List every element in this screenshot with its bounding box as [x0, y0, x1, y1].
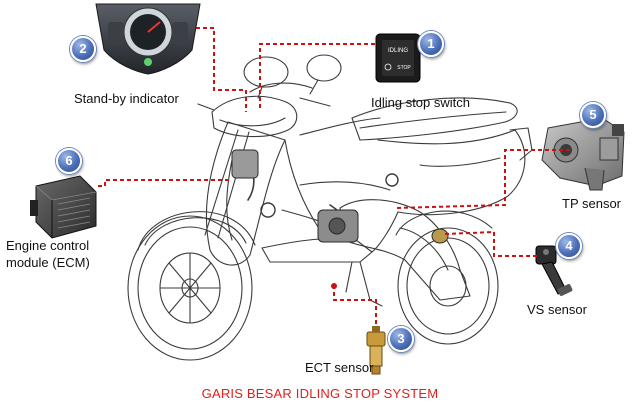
badge-6: 6	[56, 148, 82, 174]
badge-2: 2	[70, 36, 96, 62]
switch-text-bottom: STOP	[397, 65, 411, 71]
label-vs-sensor: VS sensor	[527, 302, 587, 317]
scooter-drawing	[127, 54, 533, 361]
badge-4: 4	[556, 233, 582, 259]
badge-3: 3	[388, 326, 414, 352]
on-bike-components	[231, 149, 449, 244]
front-wheel	[127, 215, 253, 361]
tp-sensor-image	[541, 117, 625, 191]
label-ecm-line2: module (ECM)	[6, 255, 90, 270]
diagram-title: GARIS BESAR IDLING STOP SYSTEM	[201, 386, 439, 401]
badge-5: 5	[580, 102, 606, 128]
vs-sensor-image	[535, 245, 573, 296]
ect-sensor-image	[366, 326, 386, 375]
ect-location-dot	[331, 283, 337, 289]
badge-1: 1	[418, 31, 444, 57]
leader-line-4	[444, 230, 537, 257]
leader-line-1	[259, 43, 375, 108]
leader-line-3	[333, 286, 377, 324]
label-stand-by-indicator: Stand-by indicator	[74, 91, 179, 106]
leader-line-6	[98, 179, 230, 187]
switch-text-top: IDLING	[388, 48, 408, 54]
label-ect-sensor: ECT sensor	[305, 360, 374, 375]
instrument-cluster-image	[95, 3, 201, 75]
leader-line-2	[196, 27, 247, 112]
label-ecm-line1: Engine control	[6, 238, 90, 253]
leader-line-5	[394, 149, 570, 209]
ecm-image	[30, 175, 97, 239]
label-tp-sensor: TP sensor	[562, 196, 622, 211]
leader-lines	[98, 27, 570, 324]
rear-wheel	[397, 227, 499, 345]
label-idling-stop-switch: Idling stop switch	[371, 95, 470, 110]
idling-stop-switch-image: IDLING STOP	[375, 33, 421, 83]
